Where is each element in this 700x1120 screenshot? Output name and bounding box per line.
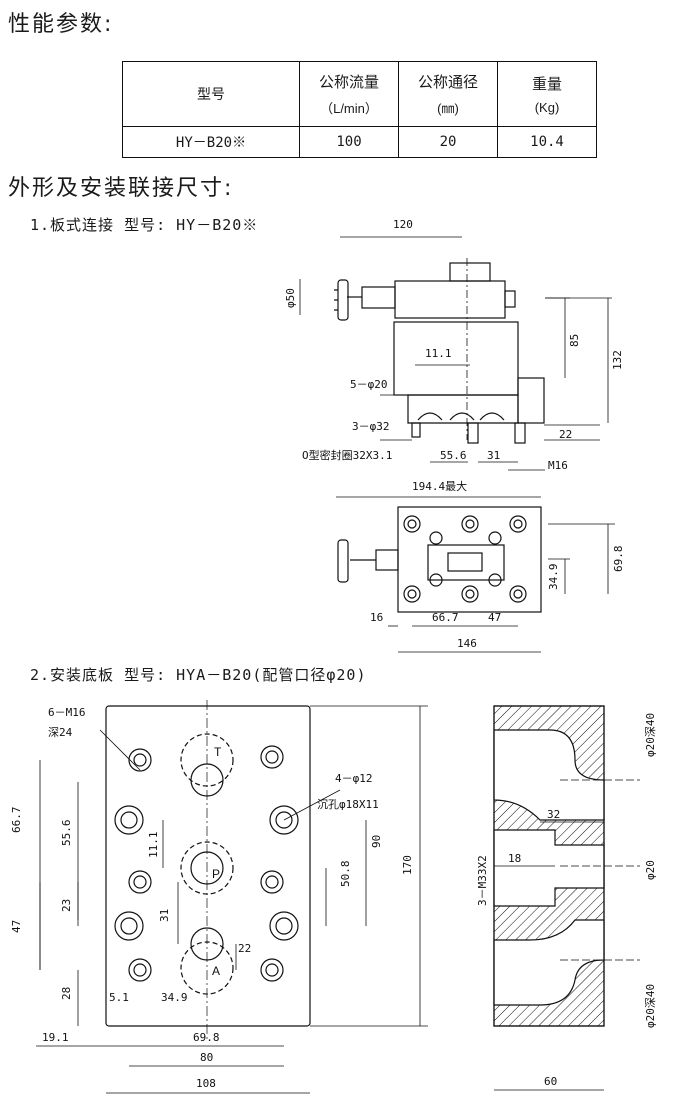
dim-22: 22	[559, 428, 572, 441]
dim-plate-80: 80	[200, 1051, 213, 1064]
dim-55-6: 55.6	[440, 449, 467, 462]
valve-drawing: 120 φ50 85 132 11.1 5－φ20 3－φ32 22 O型密封圈…	[284, 218, 625, 653]
base-plate-plan-view	[105, 700, 311, 1040]
dim-66-7: 66.7	[432, 611, 459, 624]
valve-front-view	[334, 258, 545, 444]
dim-plate-90: 90	[370, 835, 383, 848]
dim-11-1: 11.1	[425, 347, 452, 360]
dim-plate-47: 47	[10, 920, 23, 933]
label-depth24: 深24	[48, 726, 73, 739]
dim-146: 146	[457, 637, 477, 650]
dim-plate-66-7: 66.7	[10, 807, 23, 834]
dim-plate-28: 28	[60, 987, 73, 1000]
cell-model: HY－B20※	[122, 126, 300, 158]
dim-5-phi20: 5－φ20	[350, 378, 388, 391]
header-model: 型号	[122, 61, 300, 127]
dim-132: 132	[611, 350, 624, 370]
cell-bore: 20	[398, 126, 498, 158]
oring-label: O型密封圈32X3.1	[302, 448, 392, 462]
dim-31: 31	[487, 449, 500, 462]
valve-top-view	[337, 506, 542, 613]
dim-plate-11-1: 11.1	[147, 832, 160, 859]
dim-plate-19-1: 19.1	[42, 1031, 69, 1044]
section-dimension-lines	[493, 821, 604, 1091]
outline-heading: 外形及安装联接尺寸:	[8, 176, 234, 201]
dim-3-phi32: 3－φ32	[352, 420, 390, 433]
dim-m16: M16	[548, 459, 568, 472]
label-4-phi12: 4－φ12	[335, 772, 373, 785]
dim-plate-23: 23	[60, 899, 73, 912]
dim-120: 120	[393, 218, 413, 231]
dim-85: 85	[568, 334, 581, 347]
port-a-label: A	[212, 964, 220, 978]
base-heading: 2.安装底板 型号: HYA－B20(配管口径φ20)	[30, 666, 367, 684]
spec-table-row: HY－B20※ 100 20 10.4	[122, 126, 597, 158]
dim-plate-34-9: 34.9	[161, 991, 188, 1004]
spec-table: 型号 公称流量 （L/min） 公称通径 (㎜) 重量 (Kg) HY－B20※…	[122, 61, 597, 158]
base-plate-dimension-lines	[36, 705, 428, 1094]
cell-weight: 10.4	[497, 126, 597, 158]
dim-34-9: 34.9	[547, 564, 560, 591]
dim-section-18: 18	[508, 852, 521, 865]
dim-section-phi20: φ20	[644, 860, 657, 880]
dim-plate-69-8: 69.8	[193, 1031, 220, 1044]
dim-section-phi20-depth40-bottom: φ20深40	[644, 984, 657, 1028]
valve-dimension-lines	[299, 236, 615, 653]
dim-plate-5-1: 5.1	[109, 991, 129, 1004]
header-weight: 重量 (Kg)	[497, 61, 597, 127]
port-t-label: T	[214, 745, 222, 759]
spec-table-header-row: 型号 公称流量 （L/min） 公称通径 (㎜) 重量 (Kg)	[122, 61, 597, 127]
dim-194-4: 194.4最大	[412, 479, 467, 493]
dim-section-60: 60	[544, 1075, 557, 1088]
dim-plate-170: 170	[401, 855, 414, 875]
dim-plate-55-6: 55.6	[60, 820, 73, 847]
port-p-label: P	[212, 867, 220, 881]
dim-section-m33: 3－M33X2	[476, 855, 489, 906]
label-6-m16: 6－M16	[48, 706, 86, 719]
dim-47: 47	[488, 611, 501, 624]
cell-flow: 100	[299, 126, 399, 158]
header-flow: 公称流量 （L/min）	[299, 61, 399, 127]
dim-plate-108: 108	[196, 1077, 216, 1090]
base-plate-drawing: 6－M16 深24 4－φ12 沉孔φ18X11 T P A 66.7 55.6…	[10, 700, 657, 1094]
dim-plate-22: 22	[238, 942, 251, 955]
dim-69-8: 69.8	[612, 546, 625, 573]
dim-plate-31: 31	[158, 909, 171, 922]
plate-heading: 1.板式连接 型号: HY－B20※	[30, 216, 259, 234]
performance-heading: 性能参数:	[8, 12, 114, 37]
dim-phi50: φ50	[284, 288, 297, 308]
dim-16: 16	[370, 611, 383, 624]
dim-section-32: 32	[547, 808, 560, 821]
dim-section-phi20-depth40-top: φ20深40	[644, 713, 657, 757]
label-counterbore: 沉孔φ18X11	[317, 798, 379, 811]
dim-plate-50-8: 50.8	[339, 861, 352, 888]
